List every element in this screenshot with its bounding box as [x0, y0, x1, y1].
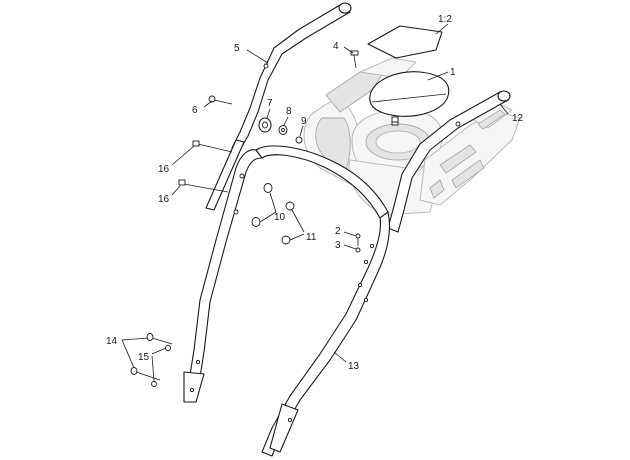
- callout-9: 9: [301, 116, 307, 127]
- washers-part-10: [251, 183, 273, 227]
- callout-10: 10: [274, 212, 286, 223]
- nuts-part-11: [233, 173, 295, 245]
- callout-16b: 16: [158, 194, 170, 205]
- callout-15: 15: [138, 352, 150, 363]
- callout-16a: 16: [158, 164, 170, 175]
- callout-13: 13: [348, 361, 360, 372]
- upper-handle-right: [387, 90, 511, 233]
- callout-labels: 1:2 1 2 3 4 5 6 7 8 9 10 11 12 13 14 15 …: [106, 14, 524, 372]
- callout-5: 5: [234, 43, 240, 54]
- callout-6: 6: [192, 105, 198, 116]
- callout-7: 7: [267, 98, 273, 109]
- nut-part-9: [295, 136, 303, 144]
- bolts-part-14: [130, 333, 173, 381]
- knob-part-7: [258, 117, 272, 133]
- callout-11: 11: [306, 232, 317, 243]
- callout-12: 12: [512, 113, 524, 124]
- decal-plate: [367, 25, 443, 59]
- callout-leaders: [121, 23, 509, 382]
- callout-14: 14: [106, 336, 118, 347]
- callout-8: 8: [286, 106, 292, 117]
- washers-part-15: [151, 345, 171, 387]
- washer-part-8: [278, 125, 288, 135]
- control-panel-cover: [369, 71, 450, 117]
- callout-4: 4: [333, 41, 339, 52]
- callout-3: 3: [335, 240, 341, 251]
- callout-2: 2: [335, 226, 341, 237]
- hardware-parts-2-3: [355, 233, 361, 253]
- screw-part-4: [350, 50, 359, 69]
- lower-handle-frame: [183, 145, 391, 457]
- callout-1-2: 1:2: [438, 14, 452, 25]
- upper-handle-left: [205, 2, 352, 211]
- bolt-part-6: [208, 95, 233, 105]
- cover-screw: [391, 116, 399, 126]
- callout-1: 1: [450, 67, 456, 78]
- bolts-part-16: [178, 140, 233, 193]
